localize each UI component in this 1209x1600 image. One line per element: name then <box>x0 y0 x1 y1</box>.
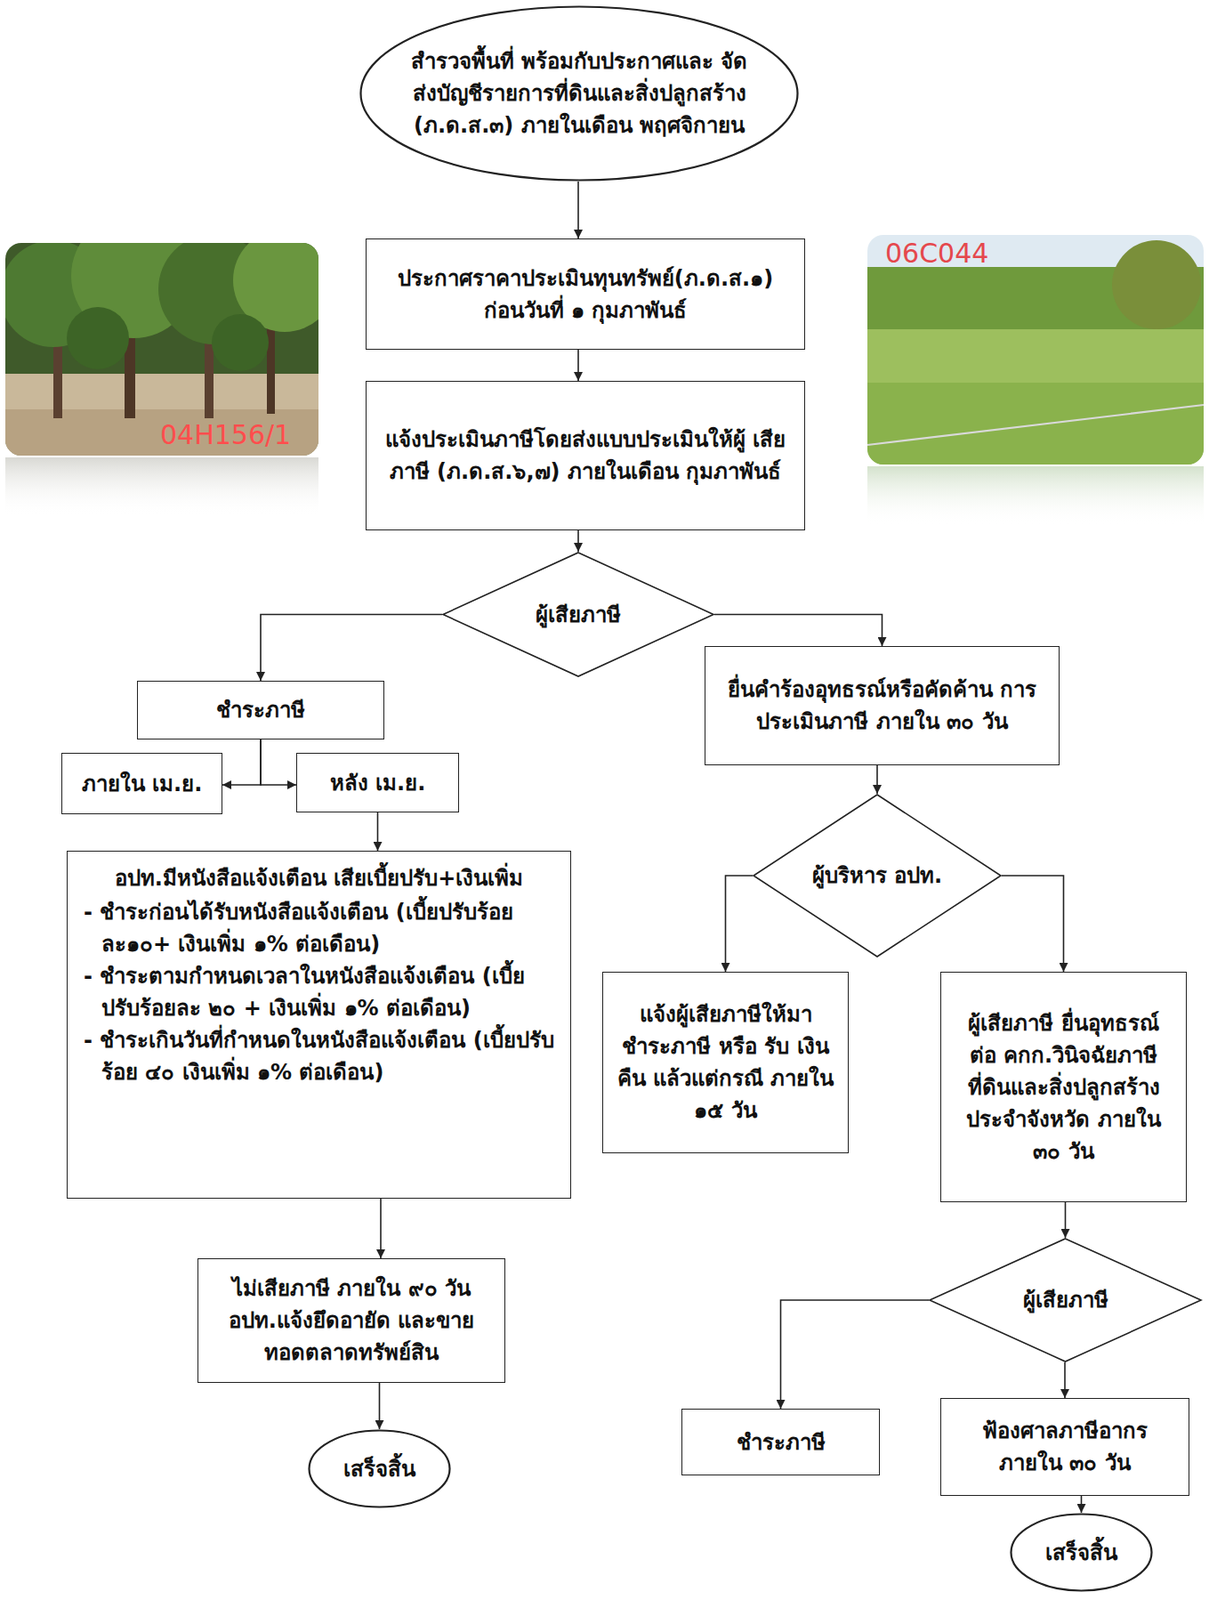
flow-arrow <box>378 1382 381 1429</box>
node-text: แจ้งผู้เสียภาษีให้มา ชำระภาษี หรือ รับ เ… <box>615 998 836 1127</box>
text-area: แจ้งผู้เสียภาษีให้มา ชำระภาษี หรือ รับ เ… <box>615 981 836 1144</box>
photo-reflection <box>867 466 1204 525</box>
flow-arrow <box>222 739 261 785</box>
node-text: ชำระภาษี <box>694 1426 867 1459</box>
process-box: ผู้เสียภาษี ยื่นอุทธรณ์ ต่อ คกก.วินิจฉัย… <box>940 971 1187 1202</box>
field-photo <box>867 234 1204 465</box>
decision-diamond: ผู้บริหาร อปท. <box>752 793 1002 958</box>
orchard-photo <box>5 242 319 456</box>
node-text: ไม่เสียภาษี ภายใน ๙๐ วัน อปท.แจ้งยึดอายั… <box>210 1272 492 1369</box>
flow-arrow <box>1001 875 1064 972</box>
text-area: เสร็จสิ้น <box>1023 1523 1139 1582</box>
flow-arrow <box>1080 1495 1083 1513</box>
process-box: ประกาศราคาประเมินทุนทรัพย์(ภ.ด.ส.๑) ก่อน… <box>365 238 806 350</box>
text-area: ฟ้องศาลภาษีอากร ภายใน ๓๐ วัน <box>953 1407 1177 1486</box>
node-text: ฟ้องศาลภาษีอากร ภายใน ๓๐ วัน <box>953 1414 1177 1479</box>
flow-arrow <box>876 765 879 794</box>
diamond-shape <box>753 794 1001 957</box>
node-text: ผู้บริหาร อปท. <box>807 859 948 892</box>
flow-arrow <box>260 614 443 682</box>
node-text: หลัง เม.ย. <box>309 766 446 799</box>
diamond-shape <box>929 1238 1201 1362</box>
process-box: ไม่เสียภาษี ภายใน ๙๐ วัน อปท.แจ้งยึดอายั… <box>197 1257 506 1383</box>
process-box: แจ้งประเมินภาษีโดยส่งแบบประเมินให้ผู้ เส… <box>365 380 806 531</box>
photo-code-label: 06C044 <box>885 238 989 268</box>
flow-arrow <box>379 1198 382 1258</box>
decision-diamond: ผู้เสียภาษี <box>442 551 715 678</box>
text-area: หลัง เม.ย. <box>309 762 446 803</box>
node-text: ผู้เสียภาษี <box>989 1283 1143 1316</box>
flow-arrow <box>377 812 379 851</box>
text-area: ยื่นคำร้องอุทธรณ์หรือคัดค้าน การประเมินภ… <box>717 655 1047 756</box>
text-area: ผู้เสียภาษี ยื่นอุทธรณ์ ต่อ คกก.วินิจฉัย… <box>953 981 1174 1193</box>
flow-arrow <box>714 614 883 647</box>
node-text: แจ้งประเมินภาษีโดยส่งแบบประเมินให้ผู้ เส… <box>378 423 792 488</box>
flow-arrow <box>1063 1362 1066 1398</box>
end-ellipse: เสร็จสิ้น <box>1009 1512 1153 1592</box>
node-text: ภายใน เม.ย. <box>74 767 210 800</box>
start-ellipse: สำรวจพื้นที่ พร้อมกับประกาศและ จัดส่งบัญ… <box>359 5 799 182</box>
flow-arrow <box>577 530 580 552</box>
flow-arrow <box>577 181 580 239</box>
flow-arrow <box>781 1299 930 1409</box>
flow-arrow <box>725 875 754 972</box>
ellipse-shape <box>309 1430 451 1508</box>
node-text: เสร็จสิ้น <box>1023 1536 1139 1569</box>
text-area: อปท.มีหนังสือแจ้งเตือน เสียเบี้ยปรับ+เงิ… <box>83 862 555 1187</box>
end-ellipse: เสร็จสิ้น <box>307 1428 452 1508</box>
bullet-text: - ชำระตามกำหนดเวลาในหนังสือแจ้งเตือน (เบ… <box>83 959 555 1024</box>
node-text: ประกาศราคาประเมินทุนทรัพย์(ภ.ด.ส.๑) ก่อน… <box>378 262 792 327</box>
photo-code-label: 04H156/1 <box>160 419 291 450</box>
text-area: สำรวจพื้นที่ พร้อมกับประกาศและ จัดส่งบัญ… <box>403 28 755 160</box>
text-area: ผู้บริหาร อปท. <box>807 826 948 925</box>
bullet-text: - ชำระเกินวันที่กำหนดในหนังสือแจ้งเตือน … <box>83 1023 555 1089</box>
decision-diamond: ผู้เสียภาษี <box>928 1237 1202 1363</box>
diamond-shape <box>443 552 714 677</box>
text-area: เสร็จสิ้น <box>322 1439 437 1499</box>
flow-arrow <box>260 739 297 785</box>
ellipse-shape <box>1011 1514 1153 1591</box>
text-area: ชำระภาษี <box>694 1418 867 1466</box>
flow-arrow <box>1064 1201 1067 1238</box>
photo-reflection <box>5 457 319 516</box>
process-box: แจ้งผู้เสียภาษีให้มา ชำระภาษี หรือ รับ เ… <box>602 971 849 1153</box>
node-text: ชำระภาษี <box>150 693 371 726</box>
text-area: ประกาศราคาประเมินทุนทรัพย์(ภ.ด.ส.๑) ก่อน… <box>378 248 792 340</box>
process-box: ชำระภาษี <box>681 1408 880 1475</box>
text-area: ผู้เสียภาษี <box>501 576 654 653</box>
text-area: ไม่เสียภาษี ภายใน ๙๐ วัน อปท.แจ้งยึดอายั… <box>210 1267 492 1373</box>
node-text: ผู้เสียภาษี ยื่นอุทธรณ์ ต่อ คกก.วินิจฉัย… <box>953 1007 1174 1168</box>
bullet-text: - ชำระก่อนได้รับหนังสือแจ้งเตือน (เบี้ยป… <box>83 895 555 960</box>
text-area: แจ้งประเมินภาษีโดยส่งแบบประเมินให้ผู้ เส… <box>378 390 792 521</box>
node-text: ผู้เสียภาษี <box>501 598 654 631</box>
process-box: หลัง เม.ย. <box>296 752 460 813</box>
process-box: ยื่นคำร้องอุทธรณ์หรือคัดค้าน การประเมินภ… <box>704 645 1060 766</box>
process-box: ฟ้องศาลภาษีอากร ภายใน ๓๐ วัน <box>940 1397 1190 1496</box>
node-text: อปท.มีหนังสือแจ้งเตือน เสียเบี้ยปรับ+เงิ… <box>83 862 555 895</box>
process-box: ภายใน เม.ย. <box>61 752 223 815</box>
text-area: ภายใน เม.ย. <box>74 762 210 805</box>
flow-arrow <box>577 349 580 381</box>
ellipse-shape <box>361 7 798 181</box>
node-text: สำรวจพื้นที่ พร้อมกับประกาศและ จัดส่งบัญ… <box>403 45 755 142</box>
process-box: ชำระภาษี <box>137 680 385 740</box>
process-box: อปท.มีหนังสือแจ้งเตือน เสียเบี้ยปรับ+เงิ… <box>66 850 572 1199</box>
node-text: เสร็จสิ้น <box>322 1452 437 1485</box>
text-area: ผู้เสียภาษี <box>989 1262 1143 1338</box>
node-text: ยื่นคำร้องอุทธรณ์หรือคัดค้าน การประเมินภ… <box>717 673 1047 738</box>
text-area: ชำระภาษี <box>150 690 371 730</box>
